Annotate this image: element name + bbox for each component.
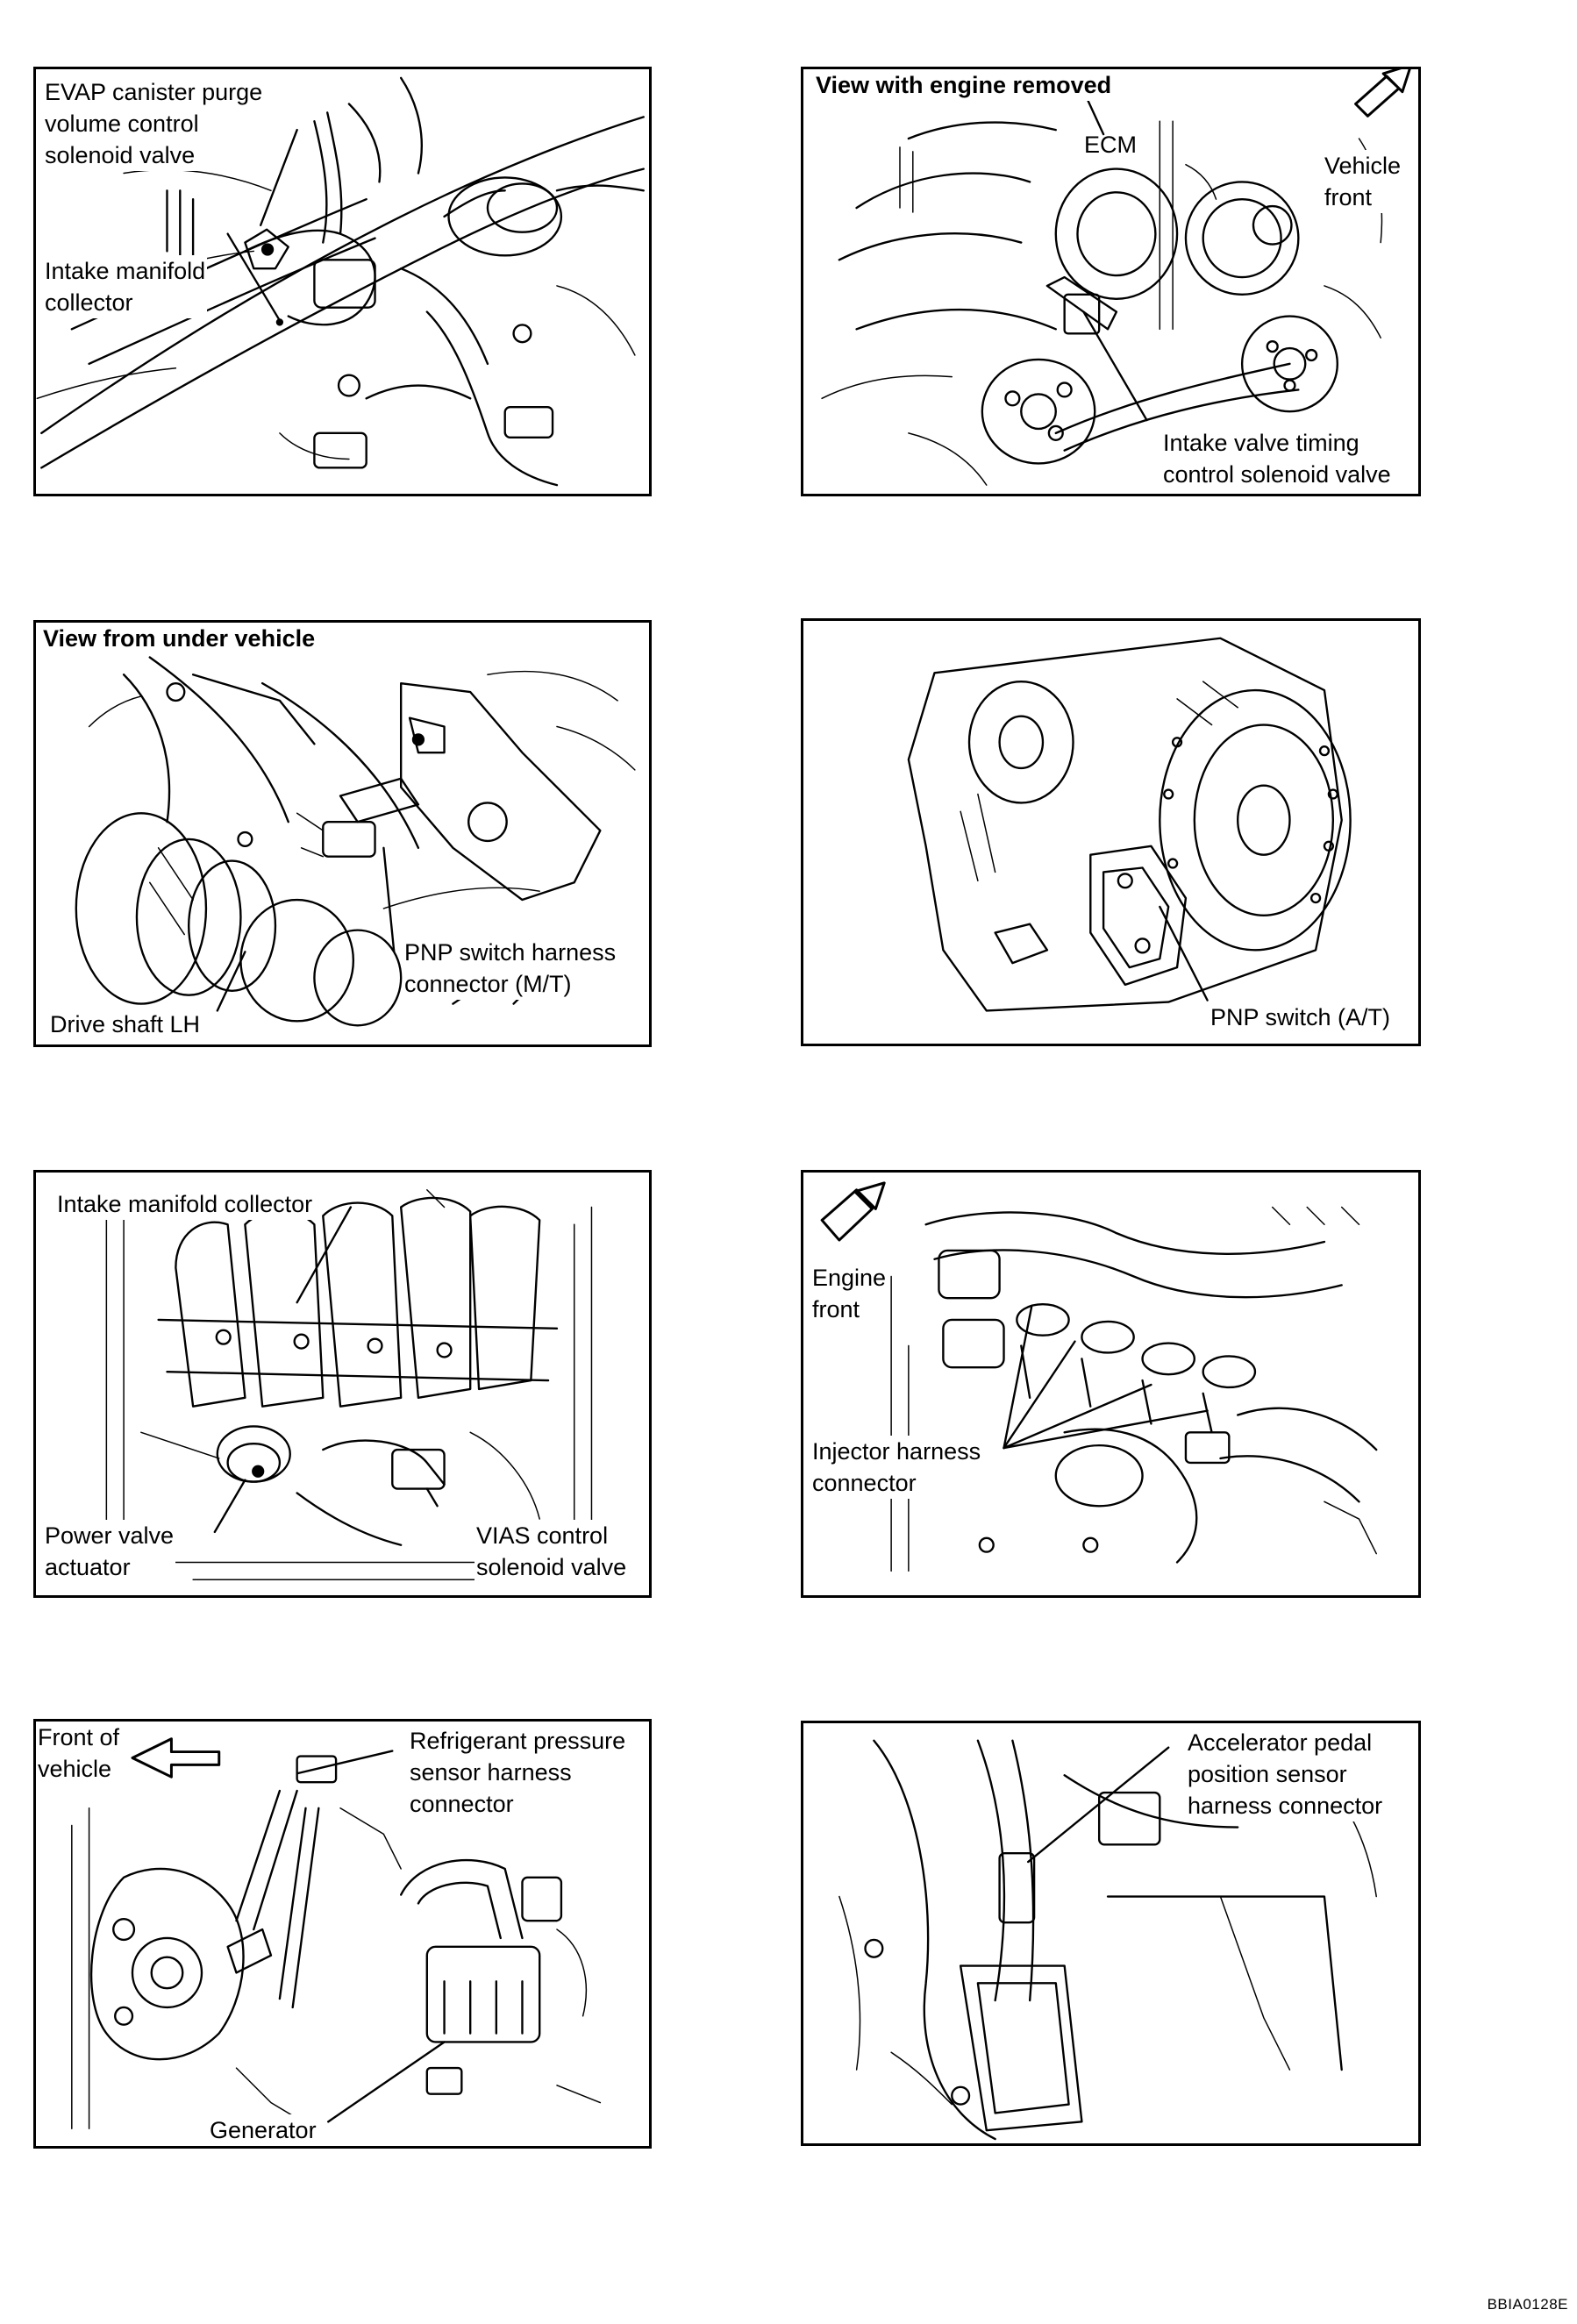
label-line: Intake valve timing	[1163, 430, 1359, 456]
panel-injector-harness: Engine front Injector harness connector	[801, 1170, 1421, 1598]
label-generator: Generator	[208, 2114, 318, 2146]
label-line: Power valve	[45, 1522, 175, 1549]
title-view-engine-removed: View with engine removed	[814, 69, 1114, 101]
label-line: control solenoid valve	[1163, 461, 1391, 488]
label-intake-valve-timing-solenoid: Intake valve timing control solenoid val…	[1161, 427, 1393, 490]
label-pnp-harness-connector-mt: PNP switch harness connector (M/T)	[403, 937, 618, 1000]
label-line: Intake manifold	[45, 258, 206, 284]
panel-vias-control: Intake manifold collector Power valve ac…	[33, 1170, 652, 1598]
label-front-of-vehicle: Front of vehicle	[36, 1722, 122, 1785]
label-line: Engine	[812, 1265, 887, 1291]
pnp-at-illustration	[907, 637, 1352, 1012]
panel-accelerator-pedal-sensor: Accelerator pedal position sensor harnes…	[801, 1721, 1421, 2146]
label-evap-purge-valve: EVAP canister purge volume control solen…	[43, 76, 265, 171]
label-line: PNP switch (A/T)	[1210, 1004, 1391, 1030]
label-line: solenoid valve	[476, 1554, 627, 1580]
label-refrigerant-pressure-sensor: Refrigerant pressure sensor harness conn…	[408, 1725, 628, 1820]
label-line: VIAS control	[476, 1522, 609, 1549]
label-line: Accelerator pedal	[1188, 1729, 1373, 1756]
label-line: vehicle	[38, 1756, 112, 1782]
title-view-under-vehicle: View from under vehicle	[41, 623, 318, 654]
label-line: Front of	[38, 1724, 120, 1750]
label-line: sensor harness	[410, 1759, 572, 1786]
pnp-mt-illustration	[75, 656, 636, 1027]
label-line: connector	[410, 1791, 514, 1817]
figure-code: BBIA0128E	[1487, 2296, 1568, 2313]
injector-illustration	[820, 1181, 1378, 1572]
label-engine-front: Engine front	[810, 1262, 888, 1325]
label-line: Injector harness	[812, 1438, 981, 1465]
label-line: harness connector	[1188, 1793, 1383, 1819]
label-intake-manifold-collector: Intake manifold collector	[43, 255, 208, 318]
label-drive-shaft-lh: Drive shaft LH	[48, 1009, 203, 1040]
label-ecm: ECM	[1084, 132, 1137, 158]
panel-evap-purge-valve: EVAP canister purge volume control solen…	[33, 67, 652, 496]
ivt-engine-illustration	[821, 69, 1411, 486]
accelerator-illustration	[838, 1739, 1377, 2141]
label-line: position sensor	[1188, 1761, 1347, 1787]
panel-pnp-switch-at: PNP switch (A/T)	[801, 618, 1421, 1046]
label-line: Drive shaft LH	[50, 1011, 201, 1037]
label-line: solenoid valve	[45, 142, 196, 168]
vias-illustration	[105, 1189, 593, 1580]
label-line: Refrigerant pressure	[410, 1728, 626, 1754]
label-power-valve-actuator: Power valve actuator	[43, 1520, 176, 1583]
refrigerant-illustration	[71, 1737, 602, 2129]
label-injector-harness-connector: Injector harness connector	[810, 1436, 983, 1499]
label-line: Vehicle	[1324, 153, 1402, 179]
label-vias-control-solenoid: VIAS control solenoid valve	[475, 1520, 629, 1583]
label-line: front	[812, 1296, 860, 1322]
label-line: PNP switch harness	[404, 939, 617, 966]
panel-pnp-switch-mt: View from under vehicle PNP switch harne…	[33, 620, 652, 1047]
panel-refrigerant-sensor: Front of vehicle Refrigerant pressure se…	[33, 1719, 652, 2149]
label-line: EVAP canister purge	[45, 79, 263, 105]
label-pnp-switch-at: PNP switch (A/T)	[1209, 1002, 1393, 1033]
label-line: connector	[812, 1470, 917, 1496]
label-line: front	[1324, 184, 1373, 210]
label-line: Intake manifold collector	[57, 1191, 313, 1217]
label-intake-manifold-collector-2: Intake manifold collector	[55, 1188, 315, 1220]
label-line: connector (M/T)	[404, 971, 572, 997]
panel-intake-valve-timing: View with engine removed ECM Vehicle fro…	[801, 67, 1421, 496]
label-accelerator-pedal-sensor: Accelerator pedal position sensor harnes…	[1186, 1727, 1385, 1821]
label-line: volume control	[45, 110, 199, 137]
label-line: Generator	[210, 2117, 317, 2143]
label-vehicle-front: Vehicle front	[1323, 150, 1403, 213]
label-line: actuator	[45, 1554, 131, 1580]
label-line: collector	[45, 289, 133, 316]
